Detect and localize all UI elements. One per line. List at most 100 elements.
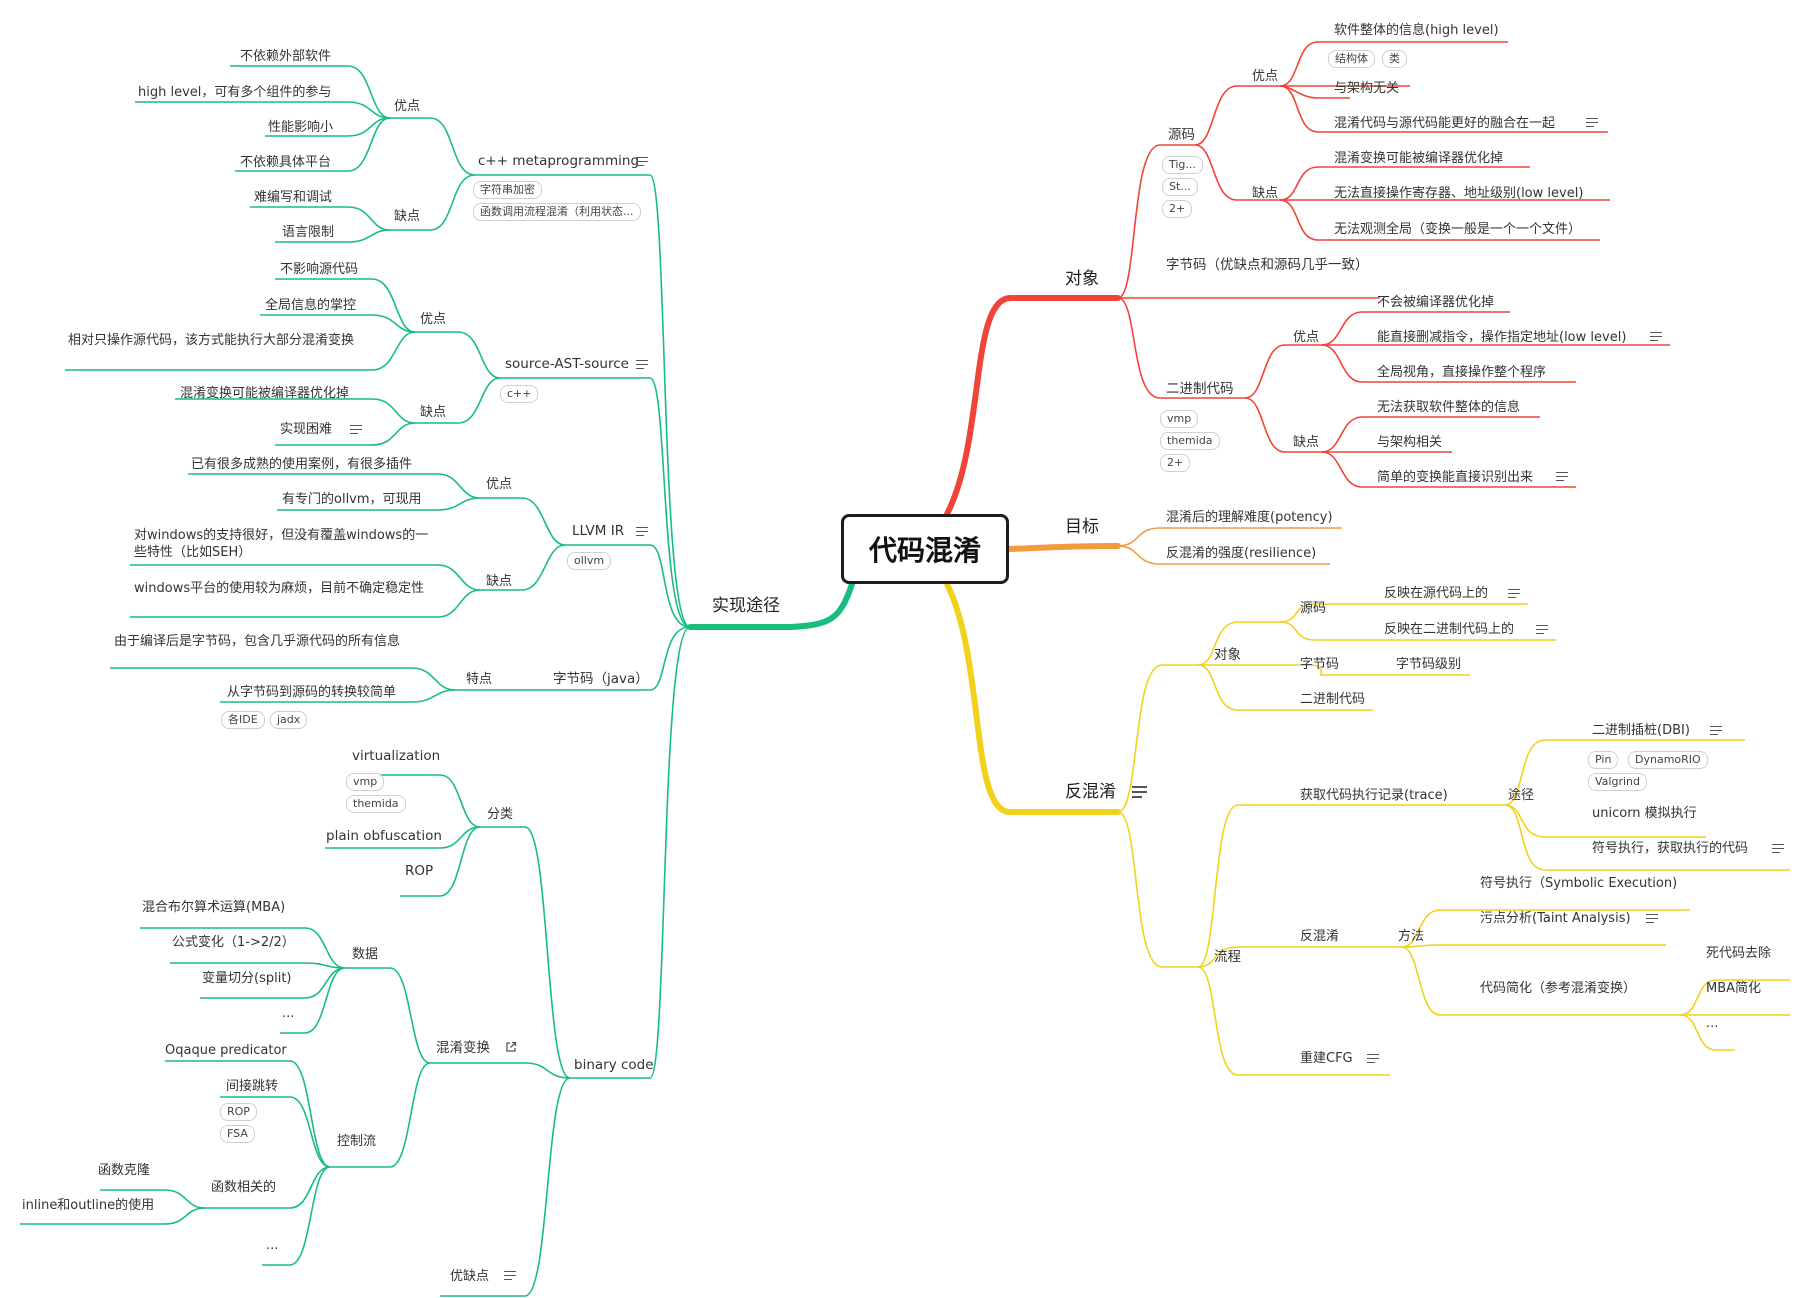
note-icon[interactable]	[1367, 1054, 1379, 1064]
category-rop[interactable]: ROP	[405, 863, 434, 879]
tag-class[interactable]: 类	[1382, 50, 1407, 68]
llvm-con-2[interactable]: windows平台的使用较为麻烦，目前不确定稳定性	[134, 581, 425, 596]
binary-pro-2[interactable]: 能直接删减指令，操作指定地址(low level)	[1377, 330, 1627, 345]
tag-jadx[interactable]: jadx	[270, 711, 308, 729]
impl-ast[interactable]: source-AST-source	[505, 356, 629, 372]
tag-source-2[interactable]: St...	[1162, 178, 1198, 196]
note-icon[interactable]	[1536, 625, 1548, 635]
tag-source-more[interactable]: 2+	[1162, 200, 1193, 218]
note-icon[interactable]	[1586, 118, 1598, 128]
cpp-pro-4[interactable]: 不依赖具体平台	[240, 155, 332, 170]
root-topic[interactable]: 代码混淆	[841, 514, 1009, 584]
impl-cpp-meta[interactable]: c++ metaprogramming	[478, 153, 640, 169]
cf-function-related[interactable]: 函数相关的	[211, 1180, 277, 1195]
tag-cpp[interactable]: c++	[500, 385, 539, 403]
binary-category[interactable]: 分类	[487, 807, 514, 822]
note-icon[interactable]	[1710, 726, 1722, 736]
llvm-pro-2[interactable]: 有专门的ollvm，可现用	[282, 492, 422, 507]
java-feature-2[interactable]: 从字节码到源码的转换较简单	[227, 685, 397, 700]
note-icon[interactable]	[1556, 472, 1568, 482]
tag-ollvm[interactable]: ollvm	[567, 552, 612, 570]
data-formula[interactable]: 公式变化（1->2/2）	[172, 935, 295, 950]
binary-pros-cons[interactable]: 优缺点	[450, 1269, 490, 1284]
topic-implementation[interactable]: 实现途径	[712, 596, 780, 616]
ast-pro-2[interactable]: 全局信息的掌控	[265, 298, 357, 313]
source-con-3[interactable]: 无法观测全局（变换一般是一个一个文件）	[1334, 222, 1582, 237]
tag-binary-more[interactable]: 2+	[1160, 454, 1191, 472]
ast-con-1[interactable]: 混淆变换可能被编译器优化掉	[180, 386, 350, 401]
flow-trace[interactable]: 获取代码执行记录(trace)	[1300, 788, 1448, 803]
goal-resilience[interactable]: 反混淆的强度(resilience)	[1166, 546, 1317, 561]
llvm-con-1[interactable]: 对windows的支持很好，但没有覆盖windows的一些特性（比如SEH）	[134, 528, 429, 560]
goal-potency[interactable]: 混淆后的理解难度(potency)	[1166, 510, 1333, 525]
data-more[interactable]: ...	[282, 1006, 295, 1021]
topic-binary-code[interactable]: 二进制代码	[1166, 381, 1234, 397]
deob-source-item-2[interactable]: 反映在二进制代码上的	[1384, 622, 1515, 637]
impl-binary-code[interactable]: binary code	[574, 1057, 654, 1073]
simplify-mba[interactable]: MBA简化	[1706, 981, 1762, 996]
data-mba[interactable]: 混合布尔算术运算(MBA)	[142, 900, 286, 915]
topic-object[interactable]: 对象	[1065, 269, 1099, 289]
way-symbolic[interactable]: 符号执行，获取执行的代码	[1592, 841, 1749, 856]
cf-more[interactable]: ...	[266, 1238, 279, 1253]
ast-cons[interactable]: 缺点	[420, 405, 447, 420]
binary-con-3[interactable]: 简单的变换能直接识别出来	[1377, 470, 1534, 485]
way-unicorn[interactable]: unicorn 模拟执行	[1592, 806, 1697, 821]
tag-vmp[interactable]: vmp	[346, 773, 385, 791]
llvm-cons[interactable]: 缺点	[486, 574, 513, 589]
deob-target[interactable]: 对象	[1214, 647, 1241, 663]
tag-valgrind[interactable]: Valgrind	[1588, 773, 1647, 791]
func-inline-outline[interactable]: inline和outline的使用	[22, 1198, 155, 1213]
external-link-icon[interactable]	[505, 1041, 517, 1053]
java-features[interactable]: 特点	[466, 672, 493, 687]
deob-flow[interactable]: 流程	[1214, 949, 1241, 965]
func-clone[interactable]: 函数克隆	[98, 1163, 151, 1178]
cf-indirect-jump[interactable]: 间接跳转	[226, 1079, 279, 1094]
tag-vmp[interactable]: vmp	[1160, 410, 1199, 428]
tag-call-flow[interactable]: 函数调用流程混淆（利用状态...	[473, 203, 641, 221]
tag-themida[interactable]: themida	[346, 795, 406, 813]
cpp-pro-2[interactable]: high level，可有多个组件的参与	[138, 85, 332, 100]
deob-target-source[interactable]: 源码	[1300, 601, 1327, 616]
java-feature-1[interactable]: 由于编译后是字节码，包含几乎源代码的所有信息	[114, 634, 401, 649]
binary-pros[interactable]: 优点	[1293, 330, 1320, 345]
ast-pro-1[interactable]: 不影响源代码	[280, 262, 359, 277]
source-con-1[interactable]: 混淆变换可能被编译器优化掉	[1334, 151, 1504, 166]
note-icon[interactable]	[1132, 786, 1147, 798]
cf-opaque-predicate[interactable]: Oqaque predicator	[165, 1043, 287, 1058]
binary-cons[interactable]: 缺点	[1293, 435, 1320, 450]
transform-data[interactable]: 数据	[352, 947, 379, 962]
llvm-pros[interactable]: 优点	[486, 477, 513, 492]
binary-con-1[interactable]: 无法获取软件整体的信息	[1377, 400, 1521, 415]
tag-struct[interactable]: 结构体	[1328, 50, 1375, 68]
deob-target-bytecode[interactable]: 字节码	[1300, 657, 1340, 672]
cpp-pro-1[interactable]: 不依赖外部软件	[240, 49, 332, 64]
cpp-con-2[interactable]: 语言限制	[282, 225, 335, 240]
note-icon[interactable]	[1508, 589, 1520, 599]
note-icon[interactable]	[1646, 914, 1658, 924]
transform-control-flow[interactable]: 控制流	[337, 1134, 377, 1149]
category-virtualization[interactable]: virtualization	[352, 748, 441, 764]
tag-rop[interactable]: ROP	[220, 1103, 257, 1121]
note-icon[interactable]	[636, 360, 648, 370]
note-icon[interactable]	[350, 425, 362, 435]
ast-pros[interactable]: 优点	[420, 312, 447, 327]
source-pro-1[interactable]: 软件整体的信息(high level)	[1334, 23, 1499, 38]
category-plain[interactable]: plain obfuscation	[326, 828, 442, 844]
simplify-deadcode[interactable]: 死代码去除	[1706, 946, 1772, 961]
cpp-pros[interactable]: 优点	[394, 99, 421, 114]
deobf-methods[interactable]: 方法	[1398, 929, 1425, 944]
trace-ways[interactable]: 途径	[1508, 788, 1535, 803]
way-dbi[interactable]: 二进制插桩(DBI)	[1592, 723, 1690, 738]
tag-string-encrypt[interactable]: 字符串加密	[473, 181, 542, 199]
source-cons[interactable]: 缺点	[1252, 186, 1279, 201]
topic-deobfuscation[interactable]: 反混淆	[1065, 782, 1116, 802]
topic-source-code[interactable]: 源码	[1168, 127, 1195, 143]
binary-transform[interactable]: 混淆变换	[436, 1040, 490, 1056]
method-symbolic[interactable]: 符号执行（Symbolic Execution)	[1480, 876, 1678, 891]
topic-bytecode[interactable]: 字节码（优缺点和源码几乎一致）	[1166, 257, 1369, 273]
binary-con-2[interactable]: 与架构相关	[1377, 435, 1443, 450]
deob-bytecode-level[interactable]: 字节码级别	[1396, 657, 1462, 672]
topic-goal[interactable]: 目标	[1065, 517, 1099, 537]
tag-ide[interactable]: 各IDE	[221, 711, 265, 729]
